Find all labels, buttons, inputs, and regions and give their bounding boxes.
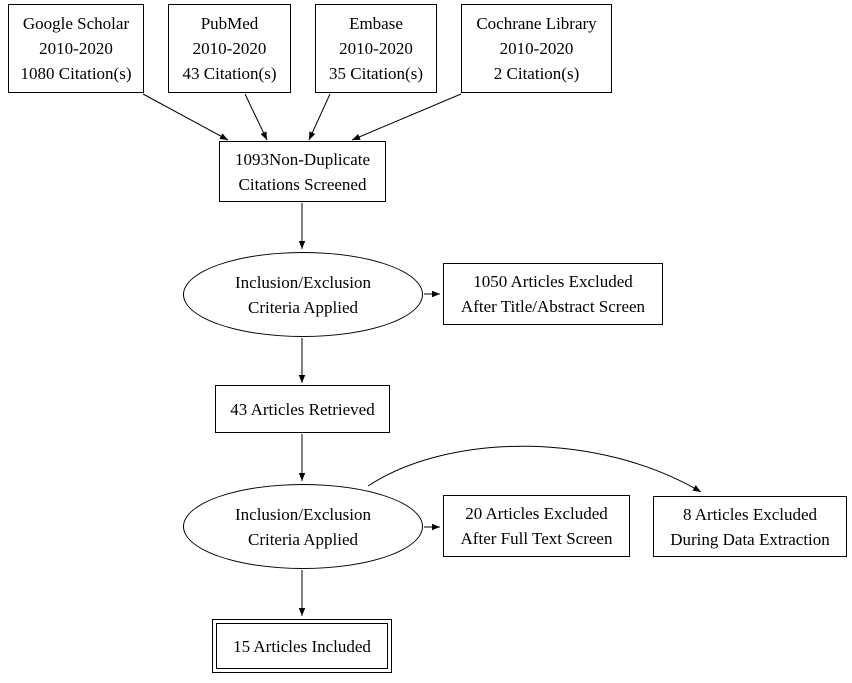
node-pubmed: PubMed 2010-2020 43 Citation(s) [168, 4, 291, 93]
node-excluded-full-text-line1: 20 Articles Excluded [465, 504, 608, 523]
node-articles-retrieved-line1: 43 Articles Retrieved [230, 399, 375, 419]
edge-embase-to-screened [308, 93, 331, 141]
node-cochrane-library: Cochrane Library 2010-2020 2 Citation(s) [461, 4, 612, 93]
edge-pubmed-to-screened [244, 93, 268, 141]
edge-google-scholar-to-screened [142, 93, 229, 141]
node-excluded-title-abstract-line2: After Title/Abstract Screen [460, 297, 646, 316]
node-pubmed-line2: 2010-2020 [192, 39, 267, 58]
edge-criteria2-to-excluded-data-extraction [367, 445, 702, 493]
node-criteria-applied-1: Inclusion/Exclusion Criteria Applied [183, 252, 423, 337]
node-google-scholar-line3: 1080 Citation(s) [20, 64, 132, 83]
node-articles-included-inner-border: 15 Articles Included [216, 623, 388, 669]
node-excluded-title-abstract-line1: 1050 Articles Excluded [473, 272, 633, 291]
node-citations-screened-line2: Citations Screened [238, 174, 367, 194]
node-articles-retrieved: 43 Articles Retrieved [215, 385, 390, 433]
node-criteria-applied-1-line2: Criteria Applied [247, 297, 358, 317]
node-criteria-applied-2-line2: Criteria Applied [247, 529, 358, 549]
node-embase: Embase 2010-2020 35 Citation(s) [315, 4, 437, 93]
node-criteria-applied-1-line1: Inclusion/Exclusion [235, 272, 371, 292]
node-excluded-title-abstract: 1050 Articles Excluded After Title/Abstr… [443, 263, 663, 325]
node-criteria-applied-2-line1: Inclusion/Exclusion [235, 504, 371, 524]
node-embase-line2: 2010-2020 [339, 39, 413, 58]
node-google-scholar-line2: 2010-2020 [39, 39, 113, 58]
node-cochrane-library-line1: Cochrane Library [476, 14, 597, 33]
node-cochrane-library-line3: 2 Citation(s) [493, 64, 580, 83]
node-criteria-applied-2: Inclusion/Exclusion Criteria Applied [183, 484, 423, 569]
node-excluded-full-text-line2: After Full Text Screen [460, 529, 613, 548]
node-excluded-data-extraction-line1: 8 Articles Excluded [682, 504, 818, 524]
node-google-scholar: Google Scholar 2010-2020 1080 Citation(s… [8, 4, 144, 93]
node-google-scholar-line1: Google Scholar [22, 14, 130, 33]
node-articles-included-line1: 15 Articles Included [233, 636, 371, 656]
node-embase-line1: Embase [349, 14, 403, 33]
node-excluded-data-extraction-line2: During Data Extraction [670, 529, 830, 549]
edge-cochrane-to-screened [351, 93, 462, 141]
node-cochrane-library-line2: 2010-2020 [499, 39, 574, 58]
node-articles-included: 15 Articles Included [212, 619, 392, 673]
node-excluded-full-text: 20 Articles Excluded After Full Text Scr… [443, 495, 630, 557]
node-excluded-data-extraction: 8 Articles Excluded During Data Extracti… [653, 496, 847, 557]
node-pubmed-line1: PubMed [200, 14, 259, 33]
node-embase-line3: 35 Citation(s) [329, 64, 423, 83]
node-citations-screened-line1: 1093Non-Duplicate [234, 149, 371, 169]
node-citations-screened: 1093Non-Duplicate Citations Screened [219, 141, 386, 202]
node-pubmed-line3: 43 Citation(s) [182, 64, 277, 83]
